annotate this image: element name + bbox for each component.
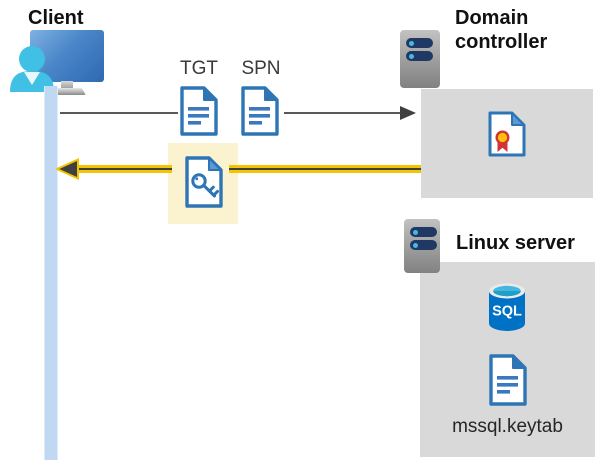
client-label: Client	[28, 7, 84, 29]
tgt-label: TGT	[180, 58, 218, 79]
server-slot	[410, 227, 437, 237]
request-arrow-line	[60, 112, 178, 114]
server-led	[409, 40, 414, 46]
response-arrowhead-icon	[56, 158, 79, 180]
spn-label: SPN	[241, 58, 281, 79]
sql-database-icon: SQL	[489, 283, 525, 331]
server-led	[409, 53, 414, 59]
response-arrow-line	[229, 165, 421, 173]
linux-server-label: Linux server	[456, 232, 575, 254]
request-arrowhead-icon	[400, 106, 416, 120]
certificate-icon	[488, 111, 526, 157]
monitor-stand-base	[50, 88, 86, 95]
keytab-document-icon	[489, 354, 527, 406]
linux-server-icon	[404, 219, 440, 273]
server-slot	[406, 38, 433, 48]
client-lifeline	[44, 86, 58, 460]
request-arrow-line	[284, 112, 400, 114]
key-document-icon	[185, 156, 223, 208]
sql-text: SQL	[492, 304, 522, 320]
response-arrow-line	[77, 165, 172, 173]
tgt-document-icon	[180, 86, 218, 136]
server-led	[413, 242, 418, 248]
domain-controller-label: Domain controller	[455, 7, 548, 53]
user-icon	[10, 46, 54, 92]
monitor-stand	[61, 81, 73, 89]
server-slot	[410, 240, 437, 250]
domain-controller-server-icon	[400, 30, 440, 88]
server-slot	[406, 51, 433, 61]
keytab-filename-label: mssql.keytab	[452, 416, 563, 437]
spn-document-icon	[241, 86, 279, 136]
server-led	[413, 229, 418, 235]
